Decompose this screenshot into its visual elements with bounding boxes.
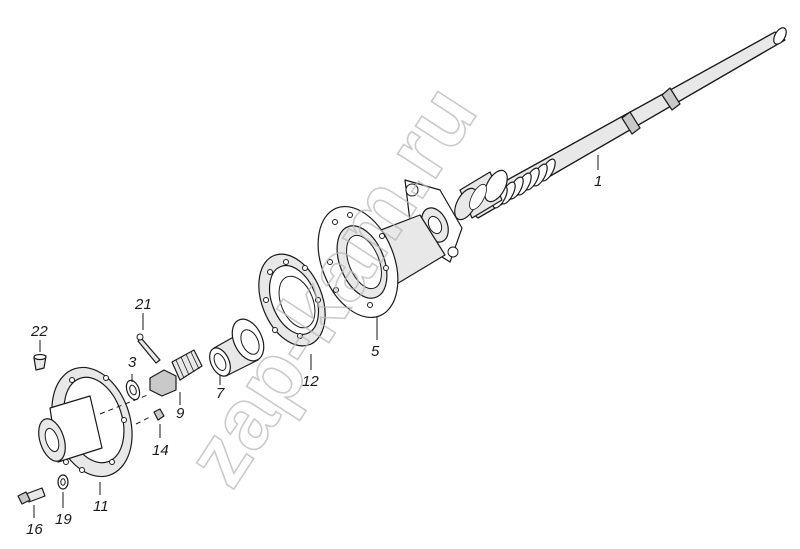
part-3-washer[interactable] bbox=[124, 379, 142, 402]
part-21-cotter-pin[interactable] bbox=[136, 333, 161, 364]
watermark: zap-kam.ru bbox=[167, 69, 495, 502]
callout-12: 12 bbox=[302, 373, 319, 390]
callout-11: 11 bbox=[93, 498, 109, 515]
callout-22: 22 bbox=[30, 323, 48, 340]
part-12-gasket[interactable] bbox=[246, 244, 338, 355]
part-7-bushing[interactable] bbox=[206, 314, 270, 379]
callout-5: 5 bbox=[371, 343, 380, 360]
part-14-key[interactable] bbox=[153, 408, 165, 421]
part-11-body[interactable] bbox=[34, 357, 146, 487]
leader-lines bbox=[33, 155, 599, 518]
part-19-lock-washer[interactable] bbox=[57, 474, 69, 490]
part-5-flange-housing[interactable] bbox=[303, 195, 446, 330]
shaft-collar bbox=[454, 169, 508, 221]
callout-9: 9 bbox=[176, 405, 185, 422]
part-22-cap[interactable] bbox=[33, 353, 47, 371]
callout-numbers: 1 3 5 7 9 11 12 14 16 19 21 22 bbox=[26, 173, 602, 538]
part-16-bolt[interactable] bbox=[17, 487, 46, 505]
callout-1: 1 bbox=[594, 173, 602, 190]
part-9-valve-plug[interactable] bbox=[149, 349, 203, 397]
callout-16: 16 bbox=[26, 521, 43, 538]
callout-19: 19 bbox=[55, 511, 72, 528]
callout-3: 3 bbox=[128, 354, 137, 371]
callout-7: 7 bbox=[216, 385, 225, 402]
callout-14: 14 bbox=[152, 442, 169, 459]
assembly-axis-lines bbox=[99, 393, 153, 425]
part-1-shaft[interactable] bbox=[404, 26, 789, 263]
callout-21: 21 bbox=[134, 296, 152, 313]
